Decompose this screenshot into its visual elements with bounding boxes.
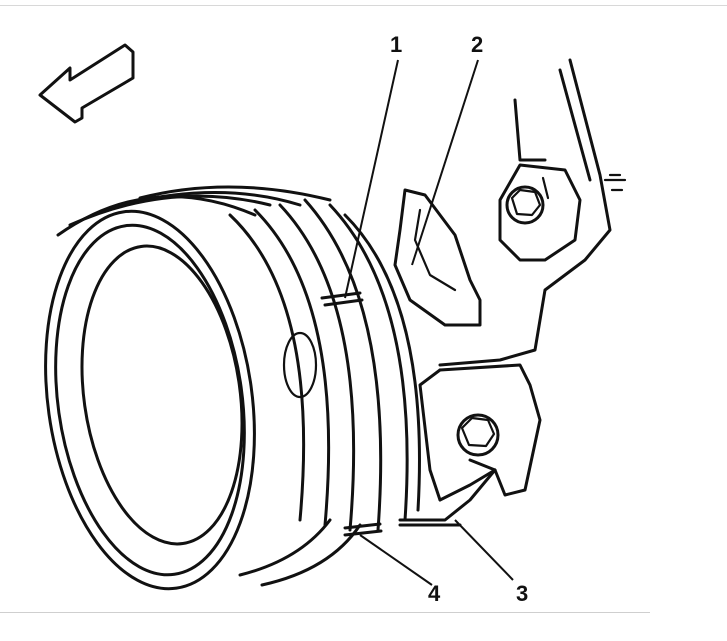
pulley [44,185,421,591]
front-direction-arrow-icon [38,43,135,124]
upper-bolt [505,176,550,225]
callout-2: 2 [471,32,483,57]
bottom-divider [0,612,650,613]
lower-bolt [456,413,500,457]
callout-1: 1 [390,32,402,57]
mounting-bracket [393,58,627,527]
callout-4: 4 [428,581,441,606]
top-divider [0,5,727,6]
callout-3: 3 [516,581,528,606]
leader-lines [344,59,514,586]
